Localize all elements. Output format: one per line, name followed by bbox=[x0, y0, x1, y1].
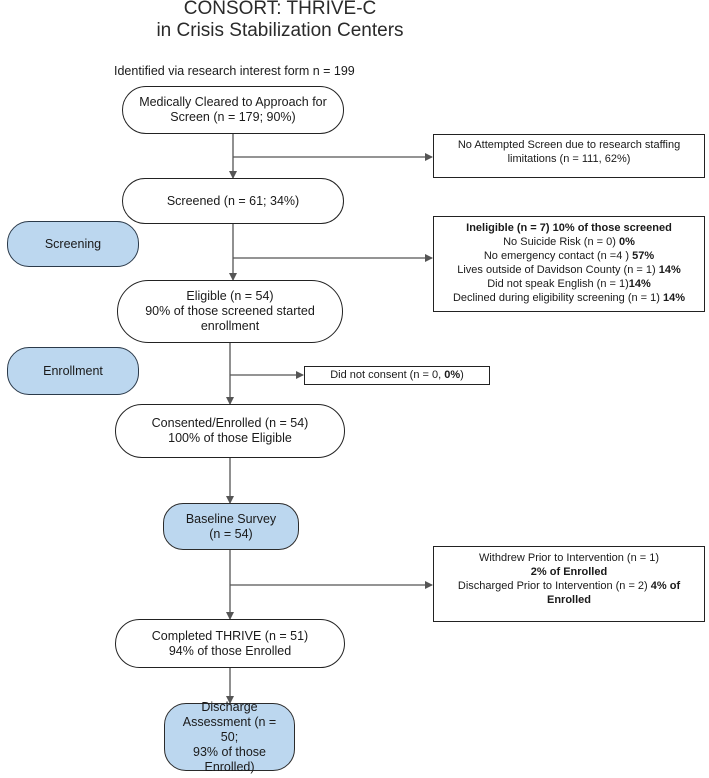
withdrew-pct: 2% of Enrolled bbox=[530, 566, 608, 578]
box-no-attempted-screen: No Attempted Screen due to research staf… bbox=[433, 134, 705, 178]
box-ineligible: Ineligible (n = 7) 10% of those screened… bbox=[433, 216, 705, 312]
node-consented: Consented/Enrolled (n = 54) 100% of thos… bbox=[115, 404, 345, 458]
node-screened: Screened (n = 61; 34%) bbox=[122, 178, 344, 224]
diagram-title-line2: in Crisis Stabilization Centers bbox=[156, 20, 404, 41]
withdrew-line: Withdrew Prior to Intervention (n = 1) bbox=[478, 552, 660, 564]
ineligible-item: Did not speak English (n = 1)14% bbox=[487, 278, 651, 290]
ineligible-item: No emergency contact (n =4 ) 57% bbox=[483, 250, 655, 262]
box-withdrew-discharged: Withdrew Prior to Intervention (n = 1) 2… bbox=[433, 546, 705, 622]
node-discharge-assessment: Discharge Assessment (n = 50; 93% of tho… bbox=[164, 700, 295, 774]
phase-enrollment: Enrollment bbox=[7, 347, 139, 395]
identified-note: Identified via research interest form n … bbox=[114, 64, 355, 78]
diagram-title-line1: CONSORT: THRIVE-C bbox=[183, 0, 377, 19]
ineligible-item: No Suicide Risk (n = 0) 0% bbox=[503, 236, 635, 248]
ineligible-heading: Ineligible (n = 7) 10% of those screened bbox=[466, 222, 672, 234]
discharged-line: Discharged Prior to Intervention (n = 2)… bbox=[457, 580, 681, 606]
phase-screening: Screening bbox=[7, 221, 139, 267]
ineligible-item: Declined during eligibility screening (n… bbox=[452, 292, 686, 304]
node-baseline-survey: Baseline Survey (n = 54) bbox=[163, 503, 299, 550]
node-medically-cleared: Medically Cleared to Approach for Screen… bbox=[122, 86, 344, 134]
box-did-not-consent: Did not consent (n = 0, 0%) bbox=[304, 366, 490, 385]
ineligible-item: Lives outside of Davidson County (n = 1)… bbox=[457, 264, 681, 276]
node-completed-thrive: Completed THRIVE (n = 51) 94% of those E… bbox=[115, 619, 345, 668]
node-eligible: Eligible (n = 54) 90% of those screened … bbox=[117, 280, 343, 343]
